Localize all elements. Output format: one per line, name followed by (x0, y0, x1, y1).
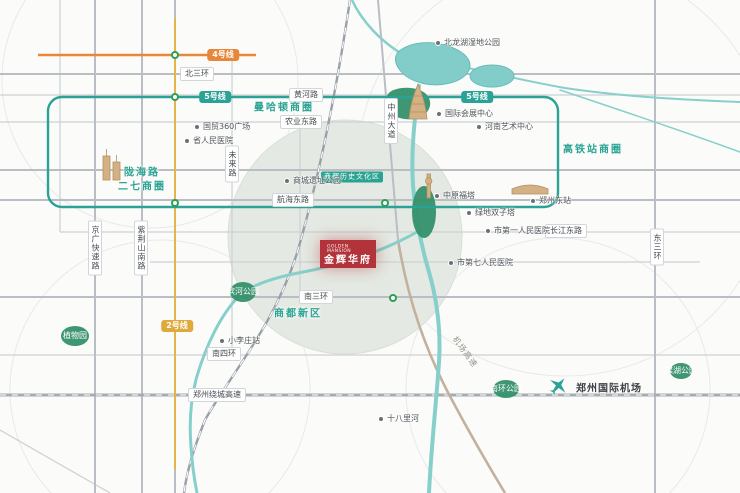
metro-badge-line4: 4号线 (207, 49, 239, 61)
metro-badge-line2: 2号线 (161, 320, 193, 332)
train-station-icon (511, 184, 549, 195)
poi-first-hospital: 市第一人民医院 (485, 227, 550, 235)
park-label-binhe: 滨河公园 (227, 287, 259, 296)
poi-dot (219, 338, 225, 344)
road-label-beisanhuan: 北三环 (180, 67, 214, 81)
airport-expressway (396, 239, 507, 493)
airplane-icon (549, 378, 566, 396)
highlight-zone-ring (227, 119, 463, 355)
lakes (395, 42, 515, 88)
district-label-gaotie: 高铁站商圈 (563, 144, 623, 156)
poi-guomao360: 国贸360广场 (194, 123, 250, 131)
poi-east-station: 郑州东站 (530, 197, 571, 205)
poi-longhu-park: 北龙湖湿地公园 (435, 39, 500, 47)
poi-dot (466, 210, 472, 216)
road-label-huanghe: 黄河路 (289, 88, 323, 102)
poi-province-hospital: 省人民医院 (184, 137, 233, 145)
property-name-cn: 金辉华府 (324, 254, 372, 266)
poi-greenland-towers: 绿地双子塔 (466, 209, 515, 217)
district-badge-shangdu-culture: 商都历史文化区 (321, 171, 383, 183)
poi-dot (476, 124, 482, 130)
airport-label: 郑州国际机场 (576, 383, 642, 395)
cbd-tower-icon (408, 82, 428, 120)
road-label-jingguang: 京广快速路 (88, 220, 102, 276)
road-label-weilai: 未来路 (225, 145, 239, 183)
poi-art-center: 河南艺术中心 (476, 123, 533, 131)
metro-station-markers (171, 51, 397, 302)
property-name-en: GOLDEN MANSION (327, 243, 352, 253)
road-label-nansanhuan: 南三环 (299, 290, 333, 304)
poi-shangcheng-ruins: 商城遗址公园 (284, 177, 341, 185)
road-label-zhongzhou: 中州大道 (384, 98, 398, 144)
poi-convention-center: 国际会展中心 (436, 110, 493, 118)
poi-dot (530, 198, 536, 204)
metro-badge-line5-left: 5号线 (199, 91, 231, 103)
poi-dot (434, 193, 440, 199)
road-label-changjiang: 长江东路 (545, 224, 587, 238)
district-label-manhattan: 曼哈顿商圈 (254, 102, 314, 114)
railway-line (182, 0, 352, 493)
road-label-nongye: 农业东路 (280, 115, 322, 129)
road-label-hanghai: 航海东路 (272, 193, 314, 207)
poi-dot (436, 111, 442, 117)
poi-seventh-hospital: 市第七人民医院 (448, 259, 513, 267)
poi-dot (448, 260, 454, 266)
road-label-zijingshan: 紫荆山南路 (134, 220, 148, 276)
poi-fu-tower: 中原福塔 (434, 192, 475, 200)
district-label-shangdu: 商都新区 (274, 308, 322, 320)
park-label-diehu: 蝶湖公园 (665, 366, 697, 375)
poi-dot (435, 40, 441, 46)
twin-towers-icon (102, 149, 121, 181)
district-label-erqi: 二七商圈 (118, 181, 166, 193)
poi-shibalihe: 十八里河 (378, 415, 419, 423)
road-label-dongsanhuan: 东三环 (650, 228, 664, 266)
poi-dot (284, 178, 290, 184)
poi-dot (378, 416, 384, 422)
poi-xiaolizhuang: 小李庄站 (219, 337, 260, 345)
road-label-nansihuan: 南四环 (207, 347, 241, 361)
metro-badge-line5-right: 5号线 (461, 91, 493, 103)
poi-dot (485, 228, 491, 234)
poi-dot (184, 138, 190, 144)
park-label-botanical: 植物园 (63, 331, 87, 340)
park-label-nanhuan: 南环公园 (490, 384, 522, 393)
poi-dot (194, 124, 200, 130)
property-marker: GOLDEN MANSION 金辉华府 (320, 240, 376, 268)
district-label-longhai: 陇海路 (124, 167, 160, 179)
road-label-raocheng: 郑州绕城高速 (188, 388, 246, 402)
tv-tower-icon (425, 173, 433, 199)
